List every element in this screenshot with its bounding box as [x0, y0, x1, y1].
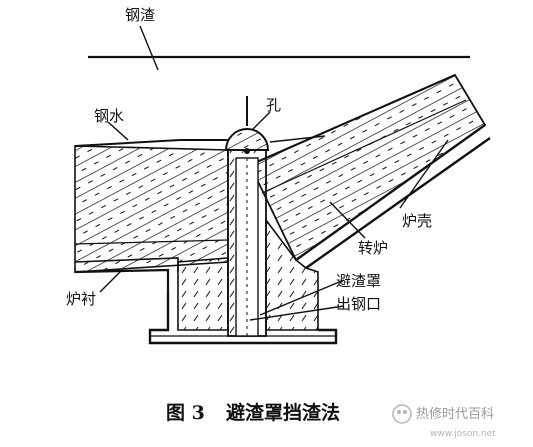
- watermark-url: www.joson.net: [430, 429, 496, 439]
- molten-steel-surface: [74, 139, 228, 147]
- label-converter: 转炉: [358, 239, 388, 257]
- slag-shield-ball: [224, 96, 270, 154]
- watermark-logo-icon: [392, 404, 412, 424]
- tap-hole-block: [148, 217, 338, 345]
- watermark: 热修时代百科 www.joson.net: [392, 404, 496, 439]
- caption-figure-number: 图 3: [166, 402, 205, 424]
- label-molten-steel: 钢水: [94, 107, 124, 125]
- caption-title: 避渣罩挡渣法: [226, 401, 340, 424]
- label-hole: 孔: [266, 96, 281, 114]
- label-furnace-shell: 炉壳: [402, 212, 432, 230]
- watermark-name: 热修时代百科: [416, 407, 494, 422]
- label-slag: 钢渣: [125, 6, 155, 24]
- furnace-wall-right: [248, 73, 491, 269]
- label-lining: 炉衬: [66, 290, 96, 308]
- tap-hole-channel: [227, 149, 267, 337]
- leader-lines: [99, 25, 449, 321]
- label-slag-shield: 避渣罩: [336, 272, 381, 290]
- label-tap-hole: 出钢口: [336, 295, 381, 313]
